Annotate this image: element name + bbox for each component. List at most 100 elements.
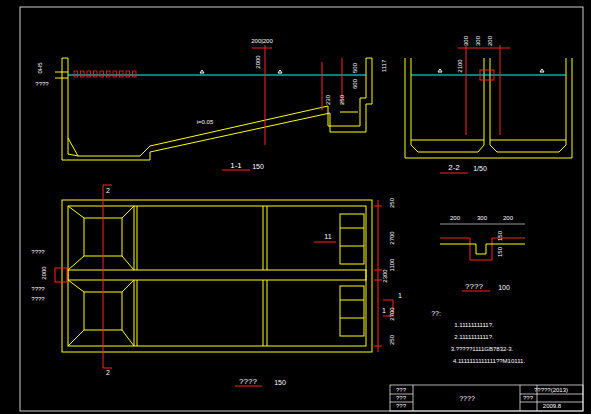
drawing-line xyxy=(440,224,525,260)
drawing-line xyxy=(263,206,264,270)
drawing-line xyxy=(314,242,336,243)
dimension-label: ???? xyxy=(31,249,44,255)
weir-tooth xyxy=(81,71,85,77)
drawing-line xyxy=(411,140,484,141)
drawing-line xyxy=(68,256,84,270)
drawing-line xyxy=(340,246,364,247)
weir-tooth xyxy=(133,71,137,77)
drawing-line xyxy=(103,368,112,369)
dimension-label: 200 xyxy=(503,215,513,221)
drawing-note: 1-1 xyxy=(230,162,242,170)
drawing-line xyxy=(500,45,501,135)
drawing-note: 100 xyxy=(498,284,510,291)
dimension-label: 2000 xyxy=(255,55,261,68)
drawing-line xyxy=(278,70,282,73)
drawing-line xyxy=(340,318,364,319)
dimension-label: i=0.05 xyxy=(197,119,214,125)
dimension-label: 300 xyxy=(477,215,487,221)
dimension-label: 300 xyxy=(463,36,469,46)
dimension-label: 2100 xyxy=(457,59,463,72)
dimension-label: 2700 xyxy=(389,307,395,320)
drawing-line xyxy=(68,58,366,156)
weir-tooth xyxy=(100,71,104,77)
drawing-line xyxy=(267,206,268,270)
drawing-line xyxy=(390,394,413,395)
drawing-line xyxy=(134,280,135,346)
drawing-note: 3.?????1111GB7832-3. xyxy=(451,346,514,352)
drawing-note: 150 xyxy=(274,379,286,386)
drawing-line xyxy=(68,206,366,346)
drawing-line xyxy=(520,385,521,411)
drawing-line xyxy=(103,185,112,186)
dimension-label: 250 xyxy=(389,198,395,208)
drawing-line xyxy=(62,200,372,352)
drawing-note: ?????(2013) xyxy=(534,387,568,393)
drawing-note: 1.1111111111?. xyxy=(454,322,493,328)
drawing-line xyxy=(458,45,510,135)
weir-tooth xyxy=(74,71,78,77)
drawing-line xyxy=(134,206,135,270)
drawing-line xyxy=(440,244,525,254)
drawing-line xyxy=(390,402,413,403)
drawing-line xyxy=(413,385,414,411)
drawing-line xyxy=(540,69,544,72)
drawing-line xyxy=(378,200,379,352)
drawing-line xyxy=(458,48,510,49)
weir-tooth xyxy=(113,71,117,77)
dimension-label: 200 xyxy=(450,215,460,221)
drawing-note: ??? xyxy=(396,387,406,393)
drawing-line xyxy=(322,62,323,110)
drawing-note: 2-2 xyxy=(448,164,460,172)
drawing-line xyxy=(20,7,583,411)
drawing-line xyxy=(438,69,442,72)
weir-tooth xyxy=(87,71,91,77)
drawing-line xyxy=(55,72,68,73)
dimension-label: ???? xyxy=(31,286,44,292)
drawing-line xyxy=(440,238,525,260)
drawing-line xyxy=(480,70,494,80)
dimension-label: 0H5 xyxy=(37,62,43,73)
drawing-line xyxy=(137,280,138,346)
drawing-line xyxy=(265,45,266,145)
drawing-line xyxy=(62,200,372,352)
drawing-line xyxy=(340,228,364,229)
dimension-label: 150 xyxy=(497,231,503,241)
drawing-note: ???? xyxy=(459,395,475,402)
drawing-line xyxy=(340,300,364,301)
drawing-line xyxy=(267,280,268,346)
drawing-line xyxy=(490,58,566,152)
drawing-line xyxy=(374,270,382,271)
drawing-line xyxy=(137,206,138,270)
drawing-line xyxy=(200,70,204,73)
drawing-line xyxy=(490,140,566,141)
weir-tooth xyxy=(126,71,130,77)
drawing-note: ??? xyxy=(396,395,406,401)
drawing-line xyxy=(520,394,583,395)
dimension-label: 1117 xyxy=(381,60,387,72)
dimension-label: 1 xyxy=(382,307,386,314)
drawing-note: ???? xyxy=(239,378,257,386)
dimension-label: 2 xyxy=(106,369,110,376)
dimension-label: 2700 xyxy=(389,231,395,244)
drawing-line xyxy=(122,206,134,218)
dimension-label: 600 xyxy=(352,79,358,89)
drawing-line xyxy=(520,402,583,403)
drawing-line xyxy=(374,206,382,207)
drawing-note: 2.1111111111?. xyxy=(454,334,493,340)
drawing-line xyxy=(440,173,468,174)
drawing-line xyxy=(55,185,393,368)
dimension-label: 1 xyxy=(398,292,402,299)
drawing-line xyxy=(62,58,372,160)
drawing-line xyxy=(374,346,382,347)
drawing-line xyxy=(383,300,393,301)
drawing-note: 150 xyxy=(252,163,264,170)
dimension-label: 500 xyxy=(352,63,358,73)
drawing-line xyxy=(68,330,84,346)
drawing-line xyxy=(55,268,67,282)
drawing-line xyxy=(252,45,342,145)
drawing-note: 1/50 xyxy=(473,165,487,172)
drawing-line xyxy=(55,58,372,160)
dimension-label: 200|200 xyxy=(251,38,273,44)
drawing-line xyxy=(20,7,583,411)
